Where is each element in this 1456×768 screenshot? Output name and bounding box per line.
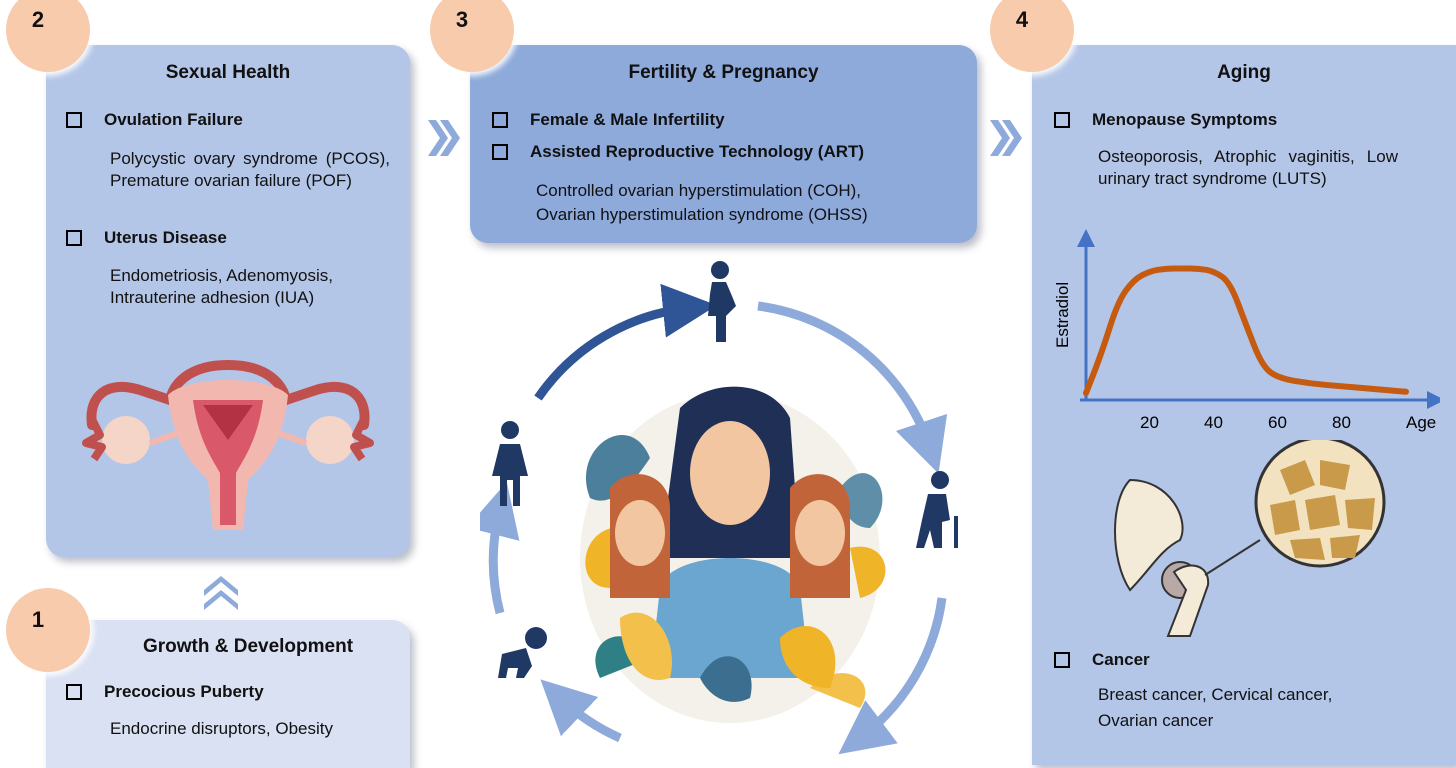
cancer-desc-2: Ovarian cancer <box>1098 711 1214 730</box>
cancer-item: Cancer <box>1054 650 1150 670</box>
x-tick-label: 20 <box>1140 413 1159 432</box>
elderly-person-icon <box>916 471 958 548</box>
cycle-arrow <box>757 301 948 474</box>
menopause-symptoms-label: Menopause Symptoms <box>1092 110 1278 129</box>
aging-title: Aging <box>1217 62 1271 83</box>
precocious-puberty-item: Precocious Puberty <box>66 682 264 702</box>
life-cycle-illustration <box>480 261 958 755</box>
stage-badge-4: 4 <box>990 0 1074 72</box>
art-label: Assisted Reproductive Technology (ART) <box>530 142 865 161</box>
art-desc-1: Controlled ovarian hyperstimulation (COH… <box>536 181 862 200</box>
fertility-pregnancy-title: Fertility & Pregnancy <box>628 62 819 83</box>
menopause-symptoms-desc: Osteoporosis, Atrophic vaginitis, Low ur… <box>1098 147 1398 188</box>
growth-development-title: Growth & Development <box>142 636 354 657</box>
x-tick-label: 40 <box>1204 413 1223 432</box>
growth-development-panel <box>46 620 410 768</box>
woman-icon <box>492 421 528 506</box>
checkbox-square-icon <box>492 112 508 128</box>
ovulation-failure-item: Ovulation Failure <box>66 110 243 130</box>
hip-bone-illustration <box>1114 440 1386 637</box>
aging-panel <box>1032 45 1456 765</box>
fertility-pregnancy-panel <box>470 45 977 243</box>
checkbox-square-icon <box>492 144 508 160</box>
checkbox-square-icon <box>66 112 82 128</box>
infertility-label: Female & Male Infertility <box>530 110 725 129</box>
checkbox-square-icon <box>1054 652 1070 668</box>
checkbox-square-icon <box>66 230 82 246</box>
estradiol-age-chart: Estradiol 20 40 60 80 Age <box>1053 229 1440 432</box>
stage-badge-1: 1 <box>6 588 90 672</box>
uterus-disease-label: Uterus Disease <box>104 228 227 247</box>
ovulation-failure-desc: Polycystic ovary syndrome (PCOS), Premat… <box>110 149 390 190</box>
precocious-puberty-desc: Endocrine disruptors, Obesity <box>110 719 333 738</box>
x-tick-label: 80 <box>1332 413 1351 432</box>
cycle-arrow <box>480 481 520 615</box>
pregnant-woman-icon <box>708 261 736 342</box>
cycle-arrow <box>534 283 717 401</box>
y-axis-label: Estradiol <box>1053 282 1072 348</box>
stage-badge-2: 2 <box>6 0 90 72</box>
chevron-right-icon <box>428 120 460 156</box>
ovulation-failure-label: Ovulation Failure <box>104 110 243 129</box>
estradiol-line <box>1083 265 1409 397</box>
x-tick-label: 60 <box>1268 413 1287 432</box>
cycle-arrow <box>540 679 622 743</box>
uterus-disease-desc: Endometriosis, Adenomyosis, Intrauterine… <box>110 266 333 307</box>
women-portrait-illustration <box>580 386 886 723</box>
chevron-up-icon <box>204 576 238 610</box>
precocious-puberty-label: Precocious Puberty <box>104 682 264 701</box>
cancer-desc-1: Breast cancer, Cervical cancer, <box>1098 685 1333 704</box>
chevron-right-icon <box>990 120 1022 156</box>
uterus-disease-item: Uterus Disease <box>66 228 227 248</box>
menopause-symptoms-item: Menopause Symptoms <box>1054 110 1277 130</box>
art-item: Assisted Reproductive Technology (ART) <box>492 142 864 162</box>
baby-crawling-icon <box>498 627 547 678</box>
uterus-illustration <box>82 360 374 530</box>
checkbox-square-icon <box>66 684 82 700</box>
sexual-health-title: Sexual Health <box>165 62 291 83</box>
checkbox-square-icon <box>1054 112 1070 128</box>
stage-badge-3: 3 <box>430 0 514 72</box>
cancer-label: Cancer <box>1092 650 1150 669</box>
infertility-item: Female & Male Infertility <box>492 110 725 130</box>
x-axis-label: Age <box>1406 413 1436 432</box>
art-desc-2: Ovarian hyperstimulation syndrome (OHSS) <box>536 205 868 224</box>
cycle-arrow <box>838 597 947 755</box>
